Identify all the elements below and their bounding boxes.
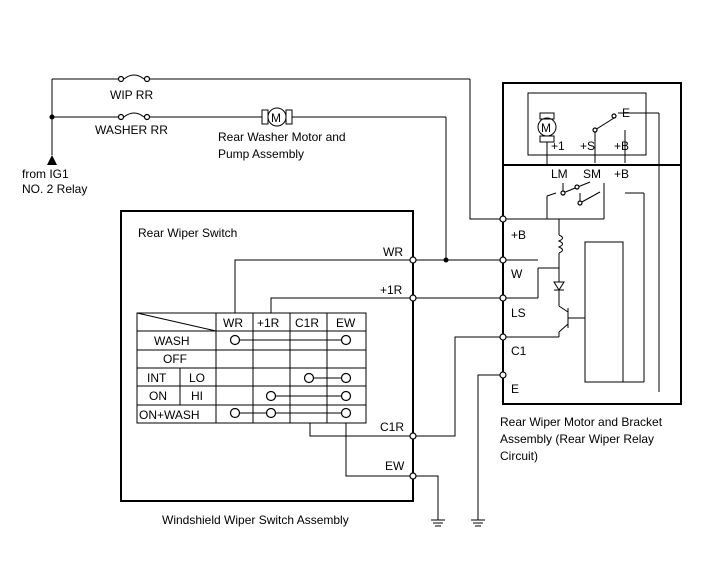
wiper-motor: M: [537, 112, 557, 163]
ground-icon: [471, 519, 485, 527]
row-label-hi: HI: [191, 389, 203, 403]
connector-label-w: W: [511, 267, 523, 281]
connector-terminal-e: [499, 371, 507, 379]
terminal-wr-label: WR: [383, 245, 403, 259]
switch-terminal-wr: [409, 256, 417, 264]
continuity-on-wash: [229, 407, 352, 419]
row-label-wash: WASH: [154, 334, 190, 348]
wiper-motor-inner-box: [527, 92, 647, 156]
switch-position-table: WR +1R C1R EW WASH OFF INT LO ON HI ON+W…: [136, 312, 367, 424]
inner-term-plus1: +1: [551, 139, 565, 153]
motor-assembly-box: [502, 82, 682, 405]
connector-label-ls: LS: [511, 306, 526, 320]
row-label-on: ON: [149, 389, 167, 403]
relay-ic-block: [584, 241, 624, 383]
source-label-line2: NO. 2 Relay: [22, 182, 87, 196]
table-header-c1r: C1R: [295, 316, 319, 330]
inner-term-e: E: [622, 106, 630, 120]
connector-terminal-plus-b: [499, 215, 507, 223]
switch-terminal-ew: [409, 472, 417, 480]
row-label-on-wash: ON+WASH: [139, 408, 200, 422]
fuse-washer-rr-label: WASHER RR: [95, 123, 168, 137]
switch-terminal-plus1r: [409, 294, 417, 302]
diode-icon: [553, 281, 565, 306]
relay-term-plus-b: +B: [614, 167, 629, 181]
terminal-plus1r-label: +1R: [380, 283, 403, 297]
fuse-wip-rr-label: WIP RR: [110, 88, 153, 102]
relay-term-lm: LM: [551, 167, 568, 181]
switch-terminal-c1r: [409, 432, 417, 440]
inner-term-plus-b: +B: [614, 139, 629, 153]
connector-terminal-w: [499, 256, 507, 264]
source-label-line1: from IG1: [22, 167, 69, 181]
washer-motor-symbol: M: [271, 111, 281, 125]
motor-caption-line3: Circuit): [500, 449, 538, 463]
connector-label-plus-b: +B: [511, 228, 526, 242]
continuity-wash: [229, 334, 352, 346]
motor-caption-line2: Assembly (Rear Wiper Relay: [500, 432, 654, 446]
table-header-plus1r: +1R: [257, 316, 280, 330]
row-label-off: OFF: [163, 352, 187, 366]
washer-motor-label-line2: Pump Assembly: [218, 147, 304, 161]
table-header-ew: EW: [336, 316, 356, 330]
wiper-motor-symbol: M: [541, 121, 551, 135]
washer-motor-label-line1: Rear Washer Motor and: [218, 130, 346, 144]
ground-icon: [431, 519, 445, 527]
connector-terminal-ls: [499, 294, 507, 302]
terminal-ew-label: EW: [385, 459, 405, 473]
row-label-int: INT: [147, 371, 167, 385]
inner-term-plus-s: +S: [580, 139, 595, 153]
motor-caption-line1: Rear Wiper Motor and Bracket: [500, 415, 663, 429]
continuity-on-hi: [265, 390, 352, 402]
connector-terminal-c1: [499, 333, 507, 341]
source-arrow-icon: [47, 155, 57, 165]
fuse-washer-rr: WASHER RR: [52, 112, 262, 137]
terminal-c1r-label: C1R: [380, 420, 404, 434]
transistor-icon: [558, 305, 585, 337]
power-source: from IG1 NO. 2 Relay: [22, 79, 87, 196]
washer-motor: M Rear Washer Motor and Pump Assembly: [218, 107, 446, 161]
continuity-int-lo: [303, 372, 352, 384]
connector-label-e: E: [511, 382, 519, 396]
rear-wiper-switch-box: [120, 210, 414, 502]
switch-assembly-caption: Windshield Wiper Switch Assembly: [162, 513, 349, 527]
connector-label-c1: C1: [511, 344, 527, 358]
row-label-lo: LO: [189, 371, 205, 385]
relay-term-sm: SM: [583, 167, 601, 181]
fuse-wip-rr: WIP RR: [52, 74, 470, 102]
relay-coil-icon: [537, 219, 563, 298]
rear-wiper-switch-title: Rear Wiper Switch: [138, 226, 237, 240]
table-header-wr: WR: [223, 316, 243, 330]
